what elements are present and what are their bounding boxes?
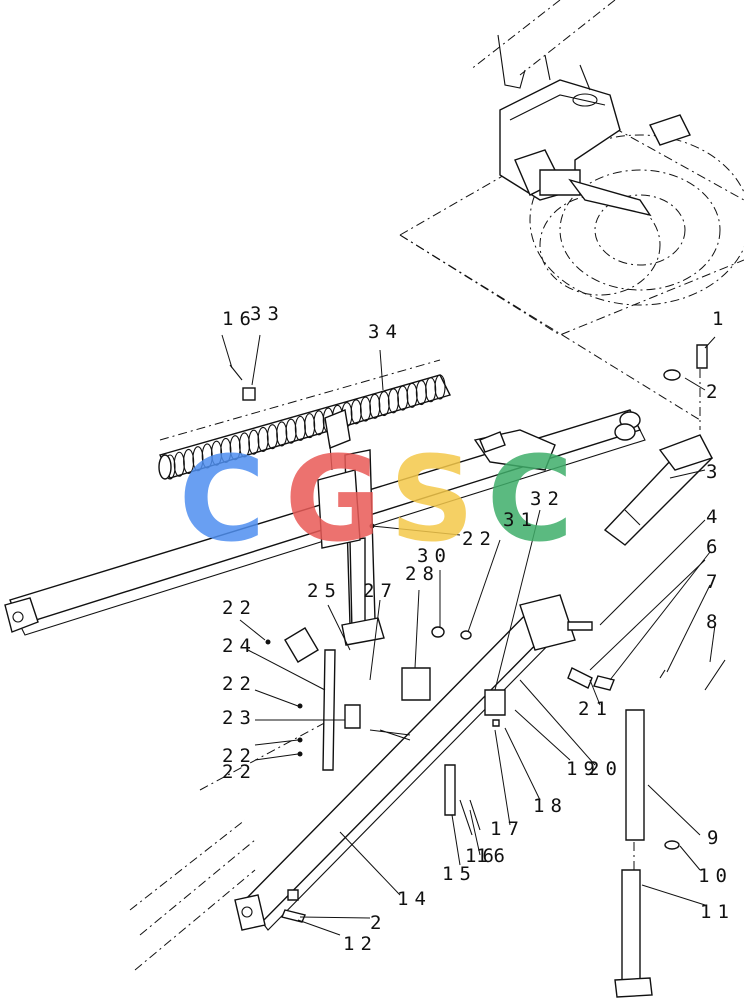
spring-coil (285, 418, 297, 444)
spring-coil (183, 448, 195, 475)
callout-number: 8 (706, 611, 723, 633)
spring-coil (359, 396, 372, 422)
spring-coil (397, 385, 409, 411)
callout-number: 12 (343, 933, 378, 955)
callout-number: 23 (222, 707, 257, 729)
callout-number: 11 (700, 901, 735, 923)
callout-number: 15 (442, 863, 477, 885)
leader-lines (221, 334, 716, 936)
spring-coil (220, 437, 232, 463)
callout-number: 2 (370, 912, 387, 934)
callout-number: 22 (222, 745, 257, 767)
callout-number: 16 (476, 845, 511, 867)
spring-coil (192, 446, 204, 472)
small-hardware (229, 344, 726, 923)
callout-number: 2 (706, 381, 723, 403)
callout-number: 4 (706, 506, 723, 528)
spring-coil (378, 391, 390, 417)
spring-coil (425, 377, 437, 403)
callout-number: 19 (566, 758, 601, 780)
callout-number: 32 (530, 488, 565, 510)
pivot-arm (603, 434, 714, 546)
callout-number: 17 (490, 818, 525, 840)
callout-labels: 1234678910111214151616161718192021222222… (222, 303, 735, 955)
spring-coil (229, 435, 241, 461)
spring-coil (238, 432, 251, 458)
spring-coil (304, 413, 316, 439)
spring-coil (369, 393, 381, 419)
callout-number: 22 (462, 528, 497, 550)
spring-coil (387, 388, 399, 414)
callout-number: 20 (588, 758, 623, 780)
support-post (614, 709, 653, 998)
jack-stand (317, 409, 385, 646)
callout-number: 31 (503, 509, 538, 531)
callout-number: 9 (707, 827, 724, 849)
callout-number: 30 (417, 545, 452, 567)
watermark-letter: S (390, 430, 475, 568)
callout-number: 21 (578, 698, 613, 720)
spring-coil (350, 399, 362, 425)
callout-number: 27 (363, 580, 398, 602)
spring-coil (294, 415, 306, 441)
watermark-letter: C (487, 430, 574, 568)
callout-number: 24 (222, 635, 257, 657)
spring-coil (248, 429, 260, 455)
callout-number: 7 (706, 571, 723, 593)
callout-number: 6 (706, 536, 723, 558)
lower-drawbar (129, 594, 576, 971)
spring-coil (173, 451, 185, 477)
spring-coil (211, 440, 223, 466)
spring-coil (276, 421, 288, 447)
callout-number: 16 (222, 308, 257, 330)
coil-spring (158, 359, 451, 480)
watermark-letter: G (285, 430, 382, 568)
callout-number: 18 (533, 795, 568, 817)
watermark-letter: C (179, 430, 266, 568)
callout-number: 22 (222, 597, 257, 619)
tractor-outline (399, 0, 744, 430)
spring-coil (201, 443, 213, 469)
spring-coil (257, 426, 269, 452)
callout-number: 25 (307, 580, 342, 602)
callout-number: 10 (698, 865, 733, 887)
spring-coil (313, 410, 325, 436)
spring-coil (415, 379, 427, 406)
callout-number: 22 (222, 761, 257, 783)
callout-number: 33 (250, 303, 285, 325)
spring-coil (434, 374, 446, 400)
callout-number: 1 (712, 308, 729, 330)
callout-number: 14 (397, 888, 432, 910)
callout-number: 34 (368, 321, 403, 343)
callout-number: 3 (706, 461, 723, 483)
spring-coil (406, 382, 418, 408)
callout-number: 22 (222, 673, 257, 695)
callout-number: 16 (465, 845, 500, 867)
spring-coil (266, 424, 278, 450)
callout-number: 28 (405, 563, 440, 585)
